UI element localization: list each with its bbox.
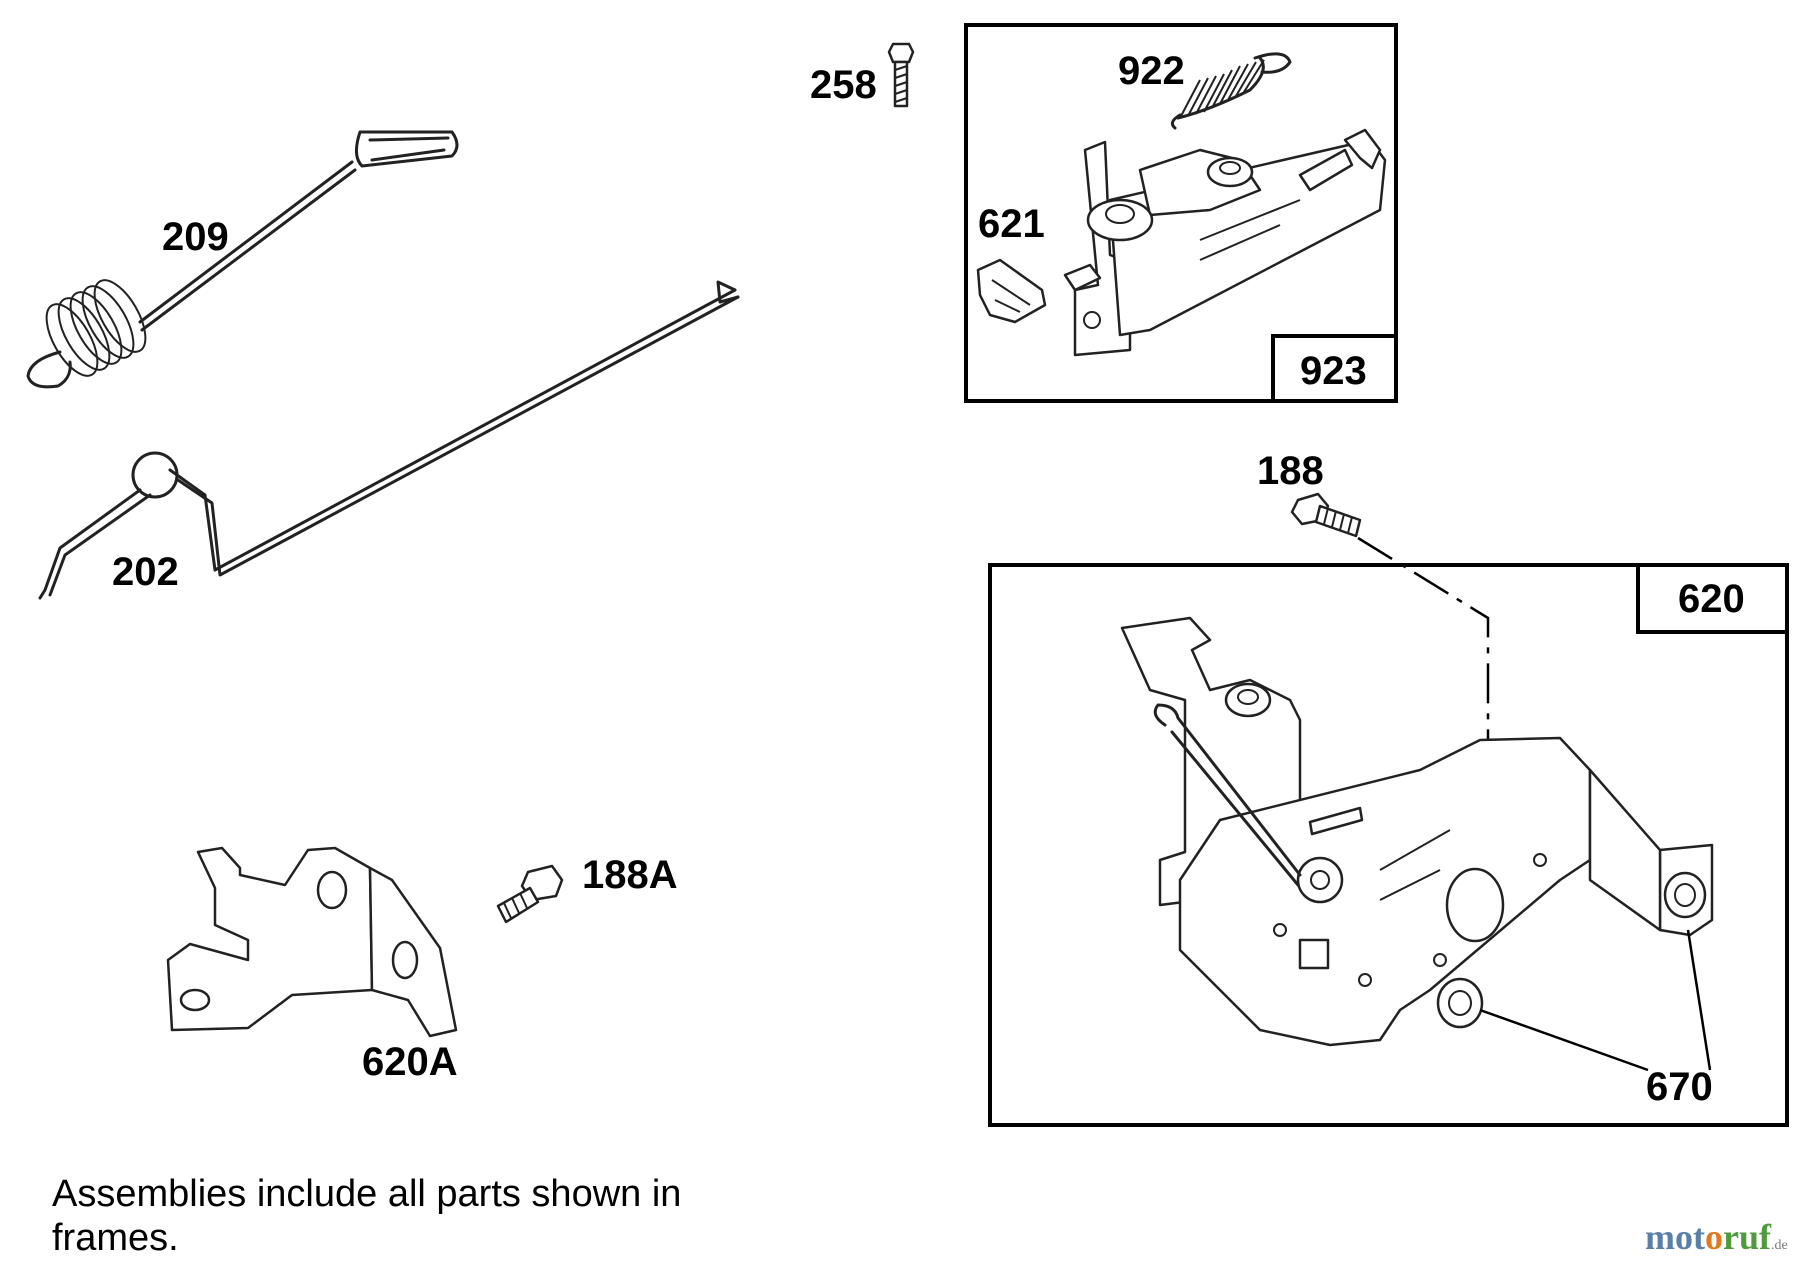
part-621-clip	[976, 258, 1047, 324]
coil-spring-icon	[26, 279, 147, 389]
label-621: 621	[978, 202, 1045, 246]
assemblies-note: Assemblies include all parts shown in fr…	[52, 1173, 682, 1259]
part-922-spring	[1170, 52, 1292, 130]
watermark-part-2: o	[1704, 1217, 1723, 1257]
watermark-logo: motoruf.de	[1645, 1216, 1788, 1258]
frame-620	[988, 563, 1789, 1127]
frame-620-label-box	[1636, 563, 1789, 634]
label-620a: 620A	[362, 1040, 458, 1084]
watermark-suffix: .de	[1770, 1238, 1788, 1253]
frame-923-label-box	[1271, 334, 1398, 403]
part-670-bushings	[1479, 929, 1712, 1072]
label-258: 258	[810, 63, 877, 107]
part-620-main-bracket	[1120, 616, 1714, 1047]
part-202-governor-rod	[38, 280, 740, 600]
part-258-screw	[887, 42, 915, 108]
label-209: 209	[162, 215, 229, 259]
label-922: 922	[1118, 49, 1185, 93]
part-188a-screw	[496, 864, 564, 924]
part-923-control-bracket	[1063, 128, 1387, 357]
label-188: 188	[1257, 449, 1324, 493]
watermark-part-3: ruf	[1722, 1217, 1771, 1257]
label-670: 670	[1646, 1065, 1713, 1109]
label-923: 923	[1300, 349, 1367, 393]
label-188a: 188A	[582, 853, 678, 897]
label-202: 202	[112, 550, 179, 594]
part-188-screw	[1290, 492, 1362, 538]
label-620: 620	[1678, 577, 1745, 621]
frame-923	[964, 23, 1398, 403]
part-620a-bracket	[166, 846, 458, 1038]
watermark-part-1: mot	[1645, 1217, 1705, 1257]
part-209-spring-link	[26, 130, 459, 389]
